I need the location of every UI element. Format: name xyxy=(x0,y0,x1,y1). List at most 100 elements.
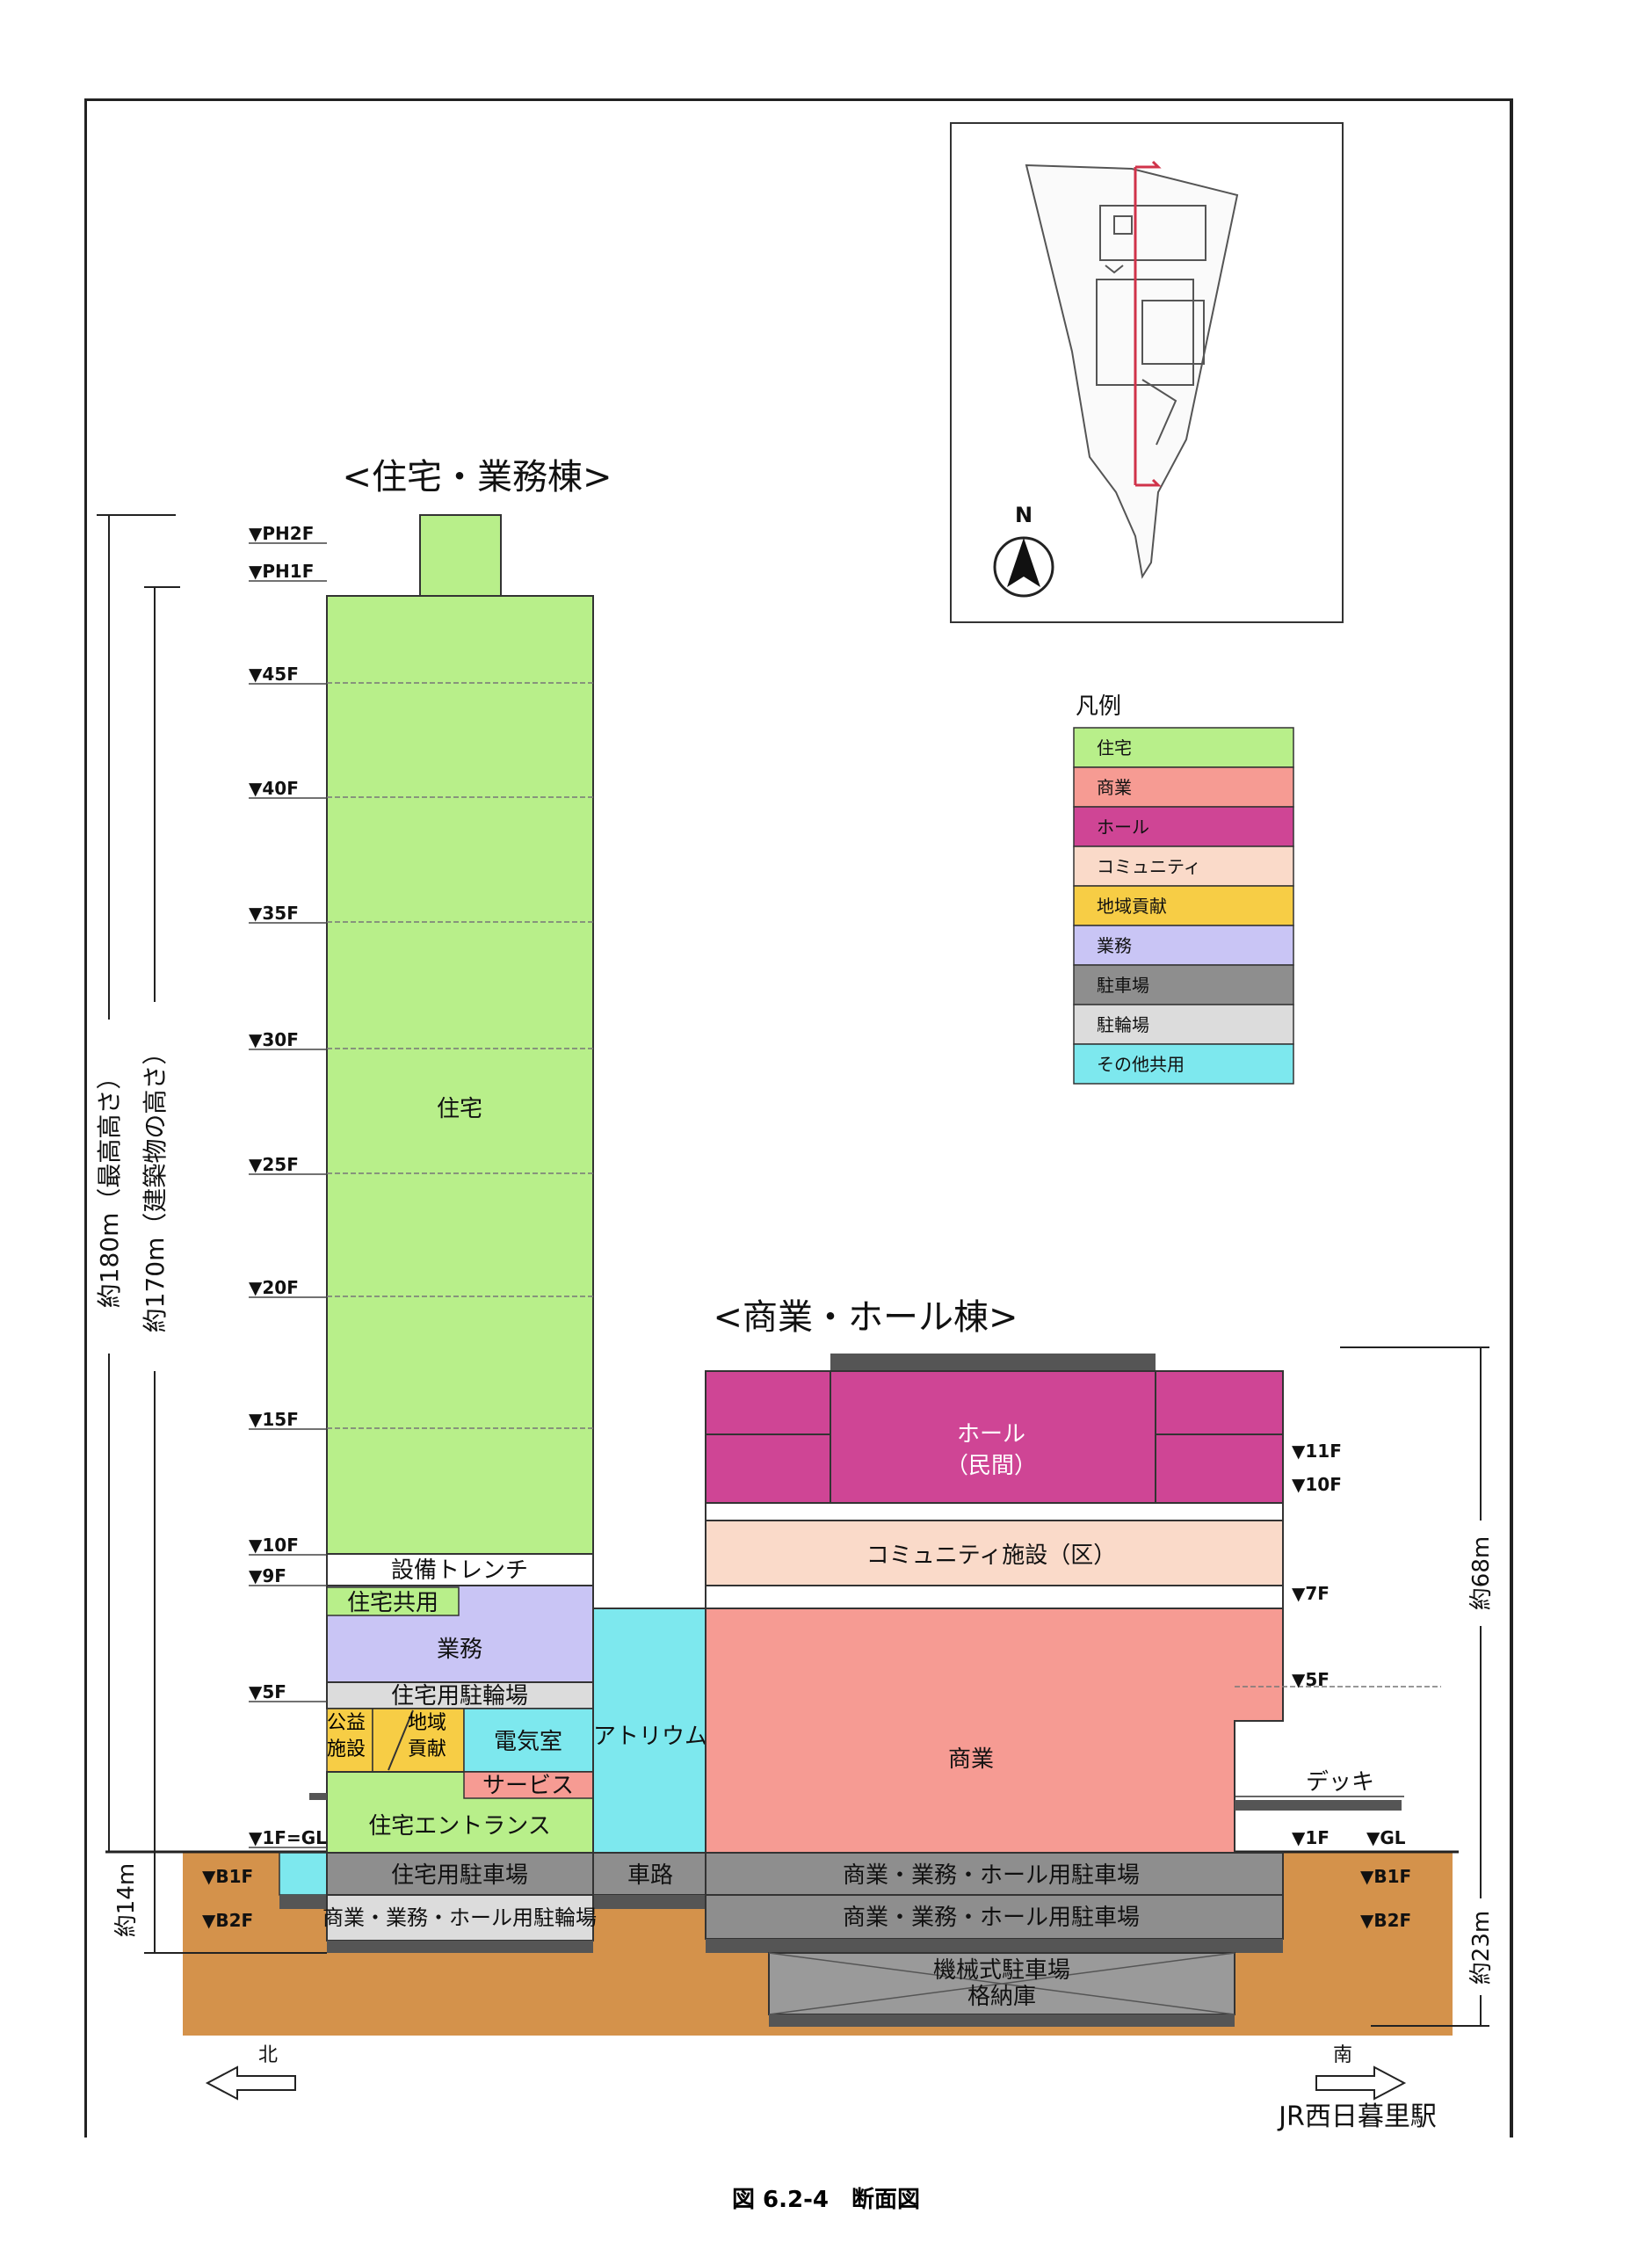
legend-label: コミュニティ xyxy=(1097,856,1201,877)
bicycle-b2 xyxy=(326,1894,594,1942)
legend-label: 住宅 xyxy=(1097,737,1132,758)
legend-swatch xyxy=(1073,925,1294,966)
residence-common xyxy=(326,1586,460,1616)
tower-floor-label: ▼B1F xyxy=(202,1866,253,1887)
room-equipment-trench: 設備トレンチ xyxy=(391,1557,528,1584)
legend-label: その他共用 xyxy=(1097,1054,1185,1075)
tower-floor-label: ▼PH2F xyxy=(249,523,314,544)
room-res-parking: 住宅用駐車場 xyxy=(391,1862,528,1889)
podium-white-band-2 xyxy=(705,1585,1284,1609)
legend-label: 駐車場 xyxy=(1097,975,1149,996)
north-arrow-icon xyxy=(205,2065,296,2101)
room-parking-b1: 商業・業務・ホール用駐車場 xyxy=(843,1862,1140,1889)
room-commerce: 商業 xyxy=(948,1746,994,1773)
podium-floor-label: ▼11F xyxy=(1292,1441,1342,1462)
tower-floor-label: ▼15F xyxy=(249,1409,299,1430)
tower-floor-label: ▼10F xyxy=(249,1535,299,1556)
hall-wing-left xyxy=(705,1370,831,1504)
figure-caption: 図 6.2-4 断面図 xyxy=(732,2187,920,2213)
room-storage: 格納庫 xyxy=(967,1984,1036,2010)
north-label: 北 xyxy=(258,2044,278,2066)
podium-floor-label: ▼B2F xyxy=(1360,1910,1411,1931)
mech-cross-2 xyxy=(768,1952,1235,2015)
podium-white-band-1 xyxy=(705,1502,1284,1521)
room-business: 業務 xyxy=(437,1637,482,1663)
deck xyxy=(1235,1800,1402,1811)
entrance-canopy xyxy=(309,1793,327,1800)
legend-swatch xyxy=(1073,964,1294,1005)
dim-building-label: 約170m（建築物の高さ） xyxy=(141,1041,170,1333)
legend-swatch xyxy=(1073,846,1294,887)
dim-total-label: 約180m（最高高さ） xyxy=(95,1065,124,1309)
room-atrium: アトリウム xyxy=(593,1724,707,1750)
dim-podium-label: 約68m xyxy=(1468,1536,1495,1610)
room-local-contribution: 地域貢献 xyxy=(408,1712,447,1760)
legend-swatch xyxy=(1073,766,1294,808)
parking-b2 xyxy=(705,1894,1284,1940)
legend-label: ホール xyxy=(1097,817,1149,838)
tower-floor-label: ▼1F=GL xyxy=(249,1827,327,1848)
hall-wing-right xyxy=(1155,1370,1284,1504)
room-res-entrance: 住宅エントランス xyxy=(368,1813,550,1840)
podium-floor-label: ▼B1F xyxy=(1360,1866,1411,1887)
room-bicycle-b2: 商業・業務・ホール用駐輪場 xyxy=(322,1905,597,1930)
compass-icon xyxy=(993,536,1054,598)
tower-ph xyxy=(419,514,502,597)
room-hall-private: （民間） xyxy=(946,1453,1037,1479)
mech-bottom-slab xyxy=(769,2014,1235,2027)
room-roadway: 車路 xyxy=(627,1862,673,1889)
tower-floor-label: ▼45F xyxy=(249,664,299,685)
dim-tower-basement-label: 約14m xyxy=(113,1863,140,1937)
room-electric-room: 電気室 xyxy=(494,1729,562,1755)
tower-floor-label: ▼35F xyxy=(249,903,299,924)
room-mech-parking: 機械式駐車場 xyxy=(933,1957,1070,1984)
podium-floor-label: ▼5F xyxy=(1292,1669,1330,1690)
tower-floor-label: ▼5F xyxy=(249,1681,286,1702)
tower-floor-labels: ▼PH2F▼PH1F▼45F▼40F▼35F▼30F▼25F▼20F▼15F▼1… xyxy=(202,523,327,1931)
legend-swatch xyxy=(1073,1004,1294,1045)
tower-floor-label: ▼25F xyxy=(249,1154,299,1175)
room-parking-b2: 商業・業務・ホール用駐車場 xyxy=(843,1905,1140,1931)
tower-floor-label: ▼PH1F xyxy=(249,561,314,582)
dim-tower-basement xyxy=(144,1852,327,1954)
legend-label: 地域貢献 xyxy=(1097,896,1167,917)
divider-slash xyxy=(388,1709,414,1771)
keymap-site-plan xyxy=(1025,163,1239,579)
community xyxy=(705,1520,1284,1586)
tower-floor-label: ▼30F xyxy=(249,1029,299,1050)
podium-floor-label: ▼10F xyxy=(1292,1474,1342,1495)
tower-floor-label: ▼B2F xyxy=(202,1910,253,1931)
tower-floor-dashes xyxy=(327,682,593,1429)
podium-floor-label: ▼GL xyxy=(1366,1827,1406,1848)
parking-b1 xyxy=(705,1852,1284,1896)
podium-title: <商業・ホール棟> xyxy=(713,1297,1018,1338)
commerce xyxy=(705,1608,1284,1854)
legend-label: 商業 xyxy=(1097,777,1132,798)
tower-title: <住宅・業務棟> xyxy=(342,457,612,497)
room-service-2: サービス xyxy=(482,1773,574,1799)
tower-residence xyxy=(326,595,594,1555)
roadway xyxy=(592,1852,706,1896)
south-label: 南 xyxy=(1333,2044,1352,2066)
tower-b1-atrium xyxy=(279,1852,328,1896)
room-res-bicycle: 住宅用駐輪場 xyxy=(391,1683,528,1709)
legend-swatch xyxy=(1073,1043,1294,1085)
room-hall: ホール xyxy=(957,1421,1025,1448)
keymap-section-line xyxy=(1134,160,1162,487)
legend-swatch xyxy=(1073,806,1294,847)
atrium xyxy=(592,1608,706,1854)
drawing-frame xyxy=(84,98,1513,2138)
room-community: コミュニティ施設（区） xyxy=(866,1542,1116,1569)
tower-floor-label: ▼20F xyxy=(249,1277,299,1298)
room-deck: デッキ xyxy=(1306,1769,1374,1796)
room-residence: 住宅 xyxy=(437,1096,482,1122)
legend-swatch xyxy=(1073,727,1294,768)
tower-floor-label: ▼9F xyxy=(249,1565,286,1586)
podium-roof xyxy=(830,1354,1156,1371)
podium-floor-label: ▼1F xyxy=(1292,1827,1330,1848)
podium-floor-labels: ▼11F▼10F▼7F▼5F▼1F▼GL▼B1F▼B2F xyxy=(1292,1441,1411,1931)
hall-main xyxy=(830,1370,1156,1504)
b2-slab-tower xyxy=(327,1941,593,1953)
